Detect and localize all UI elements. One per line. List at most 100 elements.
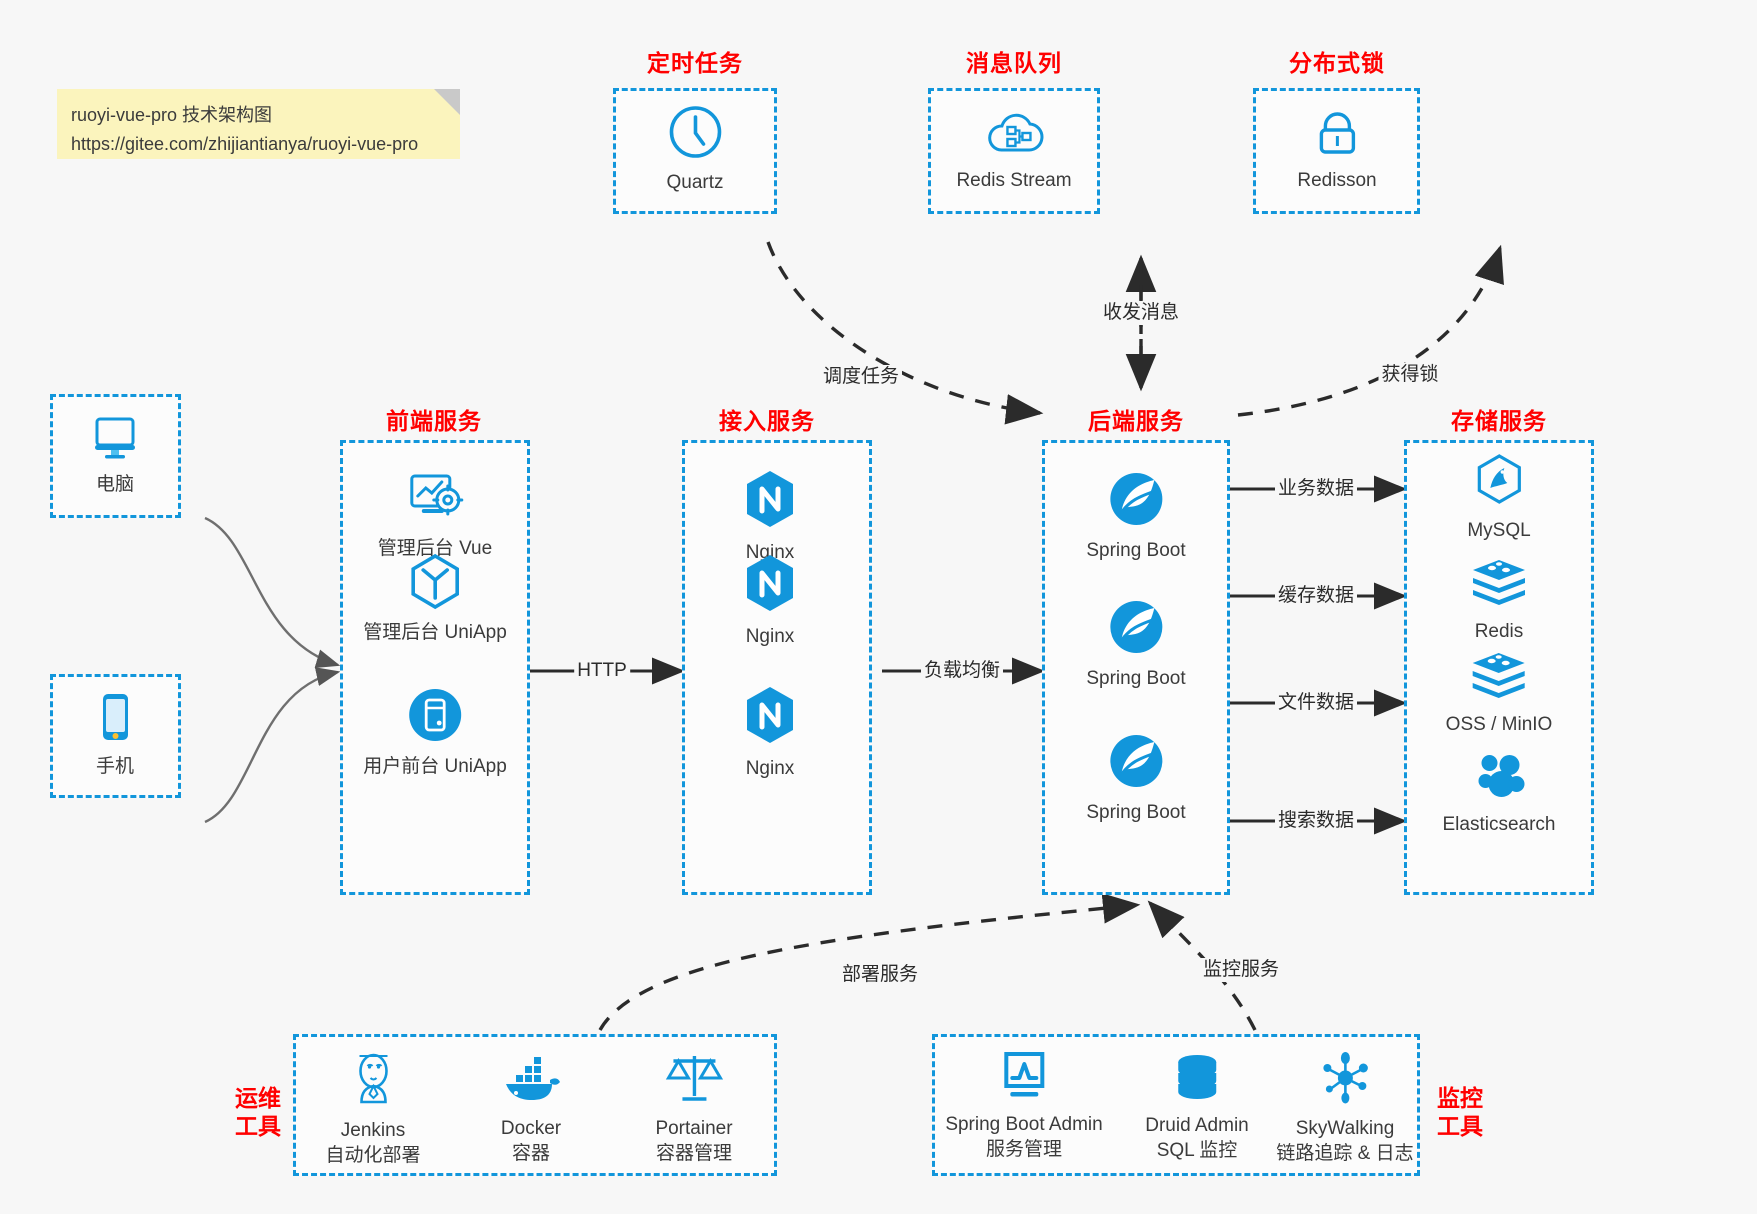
- node-jenkins[interactable]: Jenkins 自动化部署: [325, 1050, 421, 1168]
- edge-label-business-data: 业务数据: [1274, 477, 1358, 501]
- node-label: 电脑: [95, 474, 134, 495]
- group-title-scheduler: 定时任务: [647, 50, 743, 76]
- node-nginx-3[interactable]: Nginx: [741, 684, 799, 781]
- group-title-devops-line1: 运维: [235, 1085, 281, 1111]
- diagram-note: ruoyi-vue-pro 技术架构图 https://gitee.com/zh…: [57, 89, 460, 159]
- mysql-icon: [1467, 452, 1530, 513]
- edge-label-cache-data: 缓存数据: [1274, 584, 1358, 608]
- node-spring-boot-3[interactable]: Spring Boot: [1086, 732, 1186, 825]
- group-frontend: [340, 440, 530, 895]
- group-title-devops-line2: 工具: [235, 1113, 281, 1139]
- node-label: Nginx: [745, 626, 795, 647]
- node-quartz[interactable]: Quartz: [666, 104, 724, 195]
- node-redisson[interactable]: Redisson: [1297, 104, 1377, 193]
- note-fold-corner: [434, 89, 460, 115]
- dashboard-gear-icon: [378, 470, 492, 531]
- edge-label-monitor-service: 监控服务: [1199, 958, 1283, 982]
- oss-icon: [1446, 650, 1553, 707]
- node-user-uniapp[interactable]: 用户前台 UniApp: [363, 686, 507, 779]
- node-admin-uniapp[interactable]: 管理后台 UniApp: [363, 552, 507, 645]
- group-title-monitor-line2: 工具: [1437, 1113, 1483, 1139]
- nginx-icon: [741, 552, 799, 619]
- group-title-frontend: 前端服务: [386, 408, 482, 434]
- group-title-backend: 后端服务: [1088, 408, 1184, 434]
- node-label: Redis Stream: [956, 170, 1072, 191]
- mobile-icon: [93, 690, 137, 749]
- node-label: Spring Boot: [1086, 540, 1186, 561]
- node-label: Quartz: [666, 172, 724, 193]
- scales-icon: [655, 1050, 732, 1111]
- jenkins-icon: [325, 1050, 420, 1113]
- node-label: 用户前台 UniApp: [363, 756, 507, 777]
- group-title-monitor-line1: 监控: [1437, 1085, 1483, 1111]
- edge-label-http: HTTP: [574, 659, 630, 683]
- nginx-icon: [741, 684, 799, 751]
- node-sublabel: 容器管理: [655, 1143, 733, 1164]
- docker-icon: [500, 1056, 562, 1111]
- group-title-mq: 消息队列: [966, 50, 1062, 76]
- node-label: Jenkins: [340, 1120, 406, 1141]
- edge-label-file-data: 文件数据: [1274, 691, 1358, 715]
- node-label: Spring Boot: [1086, 802, 1186, 823]
- node-desktop[interactable]: 电脑: [88, 412, 142, 497]
- node-mobile[interactable]: 手机: [93, 690, 137, 779]
- note-line-url: https://gitee.com/zhijiantianya/ruoyi-vu…: [71, 134, 419, 154]
- spring-icon: [1086, 732, 1185, 795]
- edge-label-send-receive-message: 收发消息: [1099, 301, 1183, 325]
- hexagon-cube-icon: [363, 552, 507, 615]
- monitor-chart-icon: [945, 1050, 1102, 1107]
- elasticsearch-icon: [1443, 750, 1556, 807]
- node-label: OSS / MinIO: [1445, 714, 1553, 735]
- node-redis-stream[interactable]: Redis Stream: [956, 106, 1072, 193]
- node-sublabel: 容器: [511, 1143, 550, 1164]
- node-oss-minio[interactable]: OSS / MinIO: [1445, 650, 1553, 737]
- node-label: SkyWalking: [1295, 1118, 1395, 1139]
- node-label: Elasticsearch: [1442, 814, 1556, 835]
- group-mq: [928, 88, 1100, 214]
- node-druid-admin[interactable]: Druid Admin SQL 监控: [1145, 1053, 1249, 1163]
- app-circle-icon: [363, 686, 507, 749]
- lock-icon: [1297, 104, 1376, 163]
- desktop-icon: [88, 412, 142, 467]
- edge-label-deploy-service: 部署服务: [838, 963, 922, 987]
- node-skywalking[interactable]: SkyWalking 链路追踪 & 日志: [1276, 1050, 1414, 1166]
- redis-icon: [1470, 557, 1528, 614]
- node-label: Nginx: [745, 542, 795, 563]
- node-elasticsearch[interactable]: Elasticsearch: [1443, 750, 1556, 837]
- clock-icon: [666, 104, 723, 165]
- edge-label-search-data: 搜索数据: [1274, 809, 1358, 833]
- node-docker[interactable]: Docker 容器: [500, 1056, 562, 1166]
- node-label: 管理后台 UniApp: [363, 622, 507, 643]
- edge-label-acquire-lock: 获得锁: [1378, 363, 1442, 387]
- node-spring-boot-1[interactable]: Spring Boot: [1086, 470, 1186, 563]
- node-label: Spring Boot: [1086, 668, 1186, 689]
- group-title-gateway: 接入服务: [719, 408, 815, 434]
- database-icon: [1145, 1053, 1249, 1108]
- node-label: Druid Admin: [1145, 1115, 1249, 1136]
- node-label: MySQL: [1467, 520, 1531, 541]
- spring-icon: [1086, 598, 1185, 661]
- group-title-devops: 运维 工具: [235, 1084, 281, 1140]
- node-nginx-1[interactable]: Nginx: [741, 468, 799, 565]
- node-label: Spring Boot Admin: [945, 1114, 1103, 1135]
- note-line-title: ruoyi-vue-pro 技术架构图: [71, 105, 273, 125]
- edge-label-schedule-task: 调度任务: [819, 365, 903, 389]
- node-label: 手机: [95, 756, 134, 777]
- node-label: 管理后台 Vue: [377, 538, 493, 559]
- group-title-storage: 存储服务: [1451, 408, 1547, 434]
- node-portainer[interactable]: Portainer 容器管理: [655, 1050, 733, 1166]
- node-mysql[interactable]: MySQL: [1467, 452, 1531, 543]
- node-redis[interactable]: Redis: [1470, 557, 1528, 644]
- skywalking-icon: [1276, 1050, 1413, 1111]
- node-sublabel: 链路追踪 & 日志: [1276, 1143, 1414, 1164]
- node-nginx-2[interactable]: Nginx: [741, 552, 799, 649]
- node-admin-vue[interactable]: 管理后台 Vue: [378, 470, 492, 561]
- node-spring-boot-admin[interactable]: Spring Boot Admin 服务管理: [945, 1050, 1103, 1162]
- nginx-icon: [741, 468, 799, 535]
- group-title-monitor: 监控 工具: [1437, 1084, 1483, 1140]
- node-spring-boot-2[interactable]: Spring Boot: [1086, 598, 1186, 691]
- node-sublabel: 自动化部署: [325, 1145, 421, 1166]
- node-label: Nginx: [745, 758, 795, 779]
- spring-icon: [1086, 470, 1185, 533]
